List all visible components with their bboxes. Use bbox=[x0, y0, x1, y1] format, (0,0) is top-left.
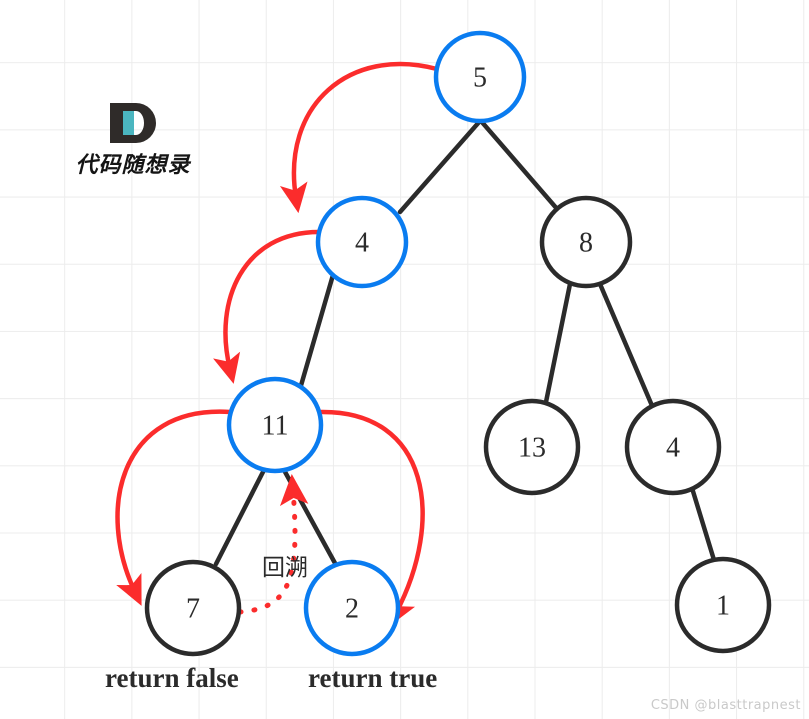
node-1-circle[interactable] bbox=[674, 556, 772, 654]
node-1[interactable]: 1 bbox=[674, 556, 772, 654]
tree-nodes: 5 4 8 11 13 4 bbox=[144, 30, 772, 657]
arrow-5-to-4 bbox=[279, 61, 440, 214]
node-5-circle[interactable] bbox=[433, 30, 527, 124]
logo-d-stem bbox=[110, 103, 123, 143]
node-8-circle[interactable] bbox=[539, 195, 633, 289]
node-2-label: 2 bbox=[345, 594, 359, 625]
brand-logo: 代码随想录 bbox=[68, 103, 198, 179]
node-13-label: 13 bbox=[518, 433, 546, 464]
node-5-label: 5 bbox=[473, 63, 487, 94]
node-13[interactable]: 13 bbox=[483, 398, 581, 496]
node-8[interactable]: 8 bbox=[539, 195, 633, 289]
node-7-circle[interactable] bbox=[144, 559, 242, 657]
node-13-circle[interactable] bbox=[483, 398, 581, 496]
arrow-4-to-11 bbox=[213, 229, 322, 384]
node-2-circle[interactable] bbox=[303, 559, 401, 657]
edge-5-8 bbox=[478, 118, 561, 213]
node-11-circle[interactable] bbox=[226, 376, 324, 474]
logo-text: 代码随想录 bbox=[75, 153, 191, 178]
logo-d-bowl bbox=[123, 103, 156, 143]
edge-4-1 bbox=[689, 485, 717, 563]
edge-8-4 bbox=[597, 281, 656, 411]
tree-edges bbox=[213, 118, 717, 568]
node-2[interactable]: 2 bbox=[303, 559, 401, 657]
node-8-label: 8 bbox=[579, 228, 593, 259]
watermark: CSDN @blasttrapnest bbox=[650, 698, 801, 713]
node-11[interactable]: 11 bbox=[226, 376, 324, 474]
edge-11-7 bbox=[213, 467, 267, 567]
arrow-11-to-7 bbox=[115, 409, 233, 606]
backtrack-label: 回溯 bbox=[262, 555, 308, 581]
edge-4-11 bbox=[297, 272, 336, 392]
node-4-right-label: 4 bbox=[666, 433, 680, 464]
arrow-11-to-2 bbox=[317, 409, 425, 627]
node-4-left[interactable]: 4 bbox=[315, 195, 409, 289]
logo-d-icon bbox=[110, 103, 156, 143]
backtrack-arrow bbox=[237, 474, 309, 615]
node-7-label: 7 bbox=[186, 594, 200, 625]
node-7[interactable]: 7 bbox=[144, 559, 242, 657]
return-false-label: return false bbox=[105, 663, 239, 693]
node-5[interactable]: 5 bbox=[433, 30, 527, 124]
node-11-label: 11 bbox=[262, 411, 289, 442]
edge-8-13 bbox=[543, 281, 573, 405]
traversal-arrows bbox=[115, 61, 440, 627]
node-4-left-circle[interactable] bbox=[315, 195, 409, 289]
node-4-left-label: 4 bbox=[355, 228, 369, 259]
edge-5-4 bbox=[397, 118, 483, 215]
node-4-right-circle[interactable] bbox=[624, 398, 722, 496]
node-4-right[interactable]: 4 bbox=[624, 398, 722, 496]
node-1-label: 1 bbox=[716, 591, 730, 622]
return-true-label: return true bbox=[308, 663, 438, 693]
arrow-7-to-11-dotted bbox=[237, 474, 309, 615]
